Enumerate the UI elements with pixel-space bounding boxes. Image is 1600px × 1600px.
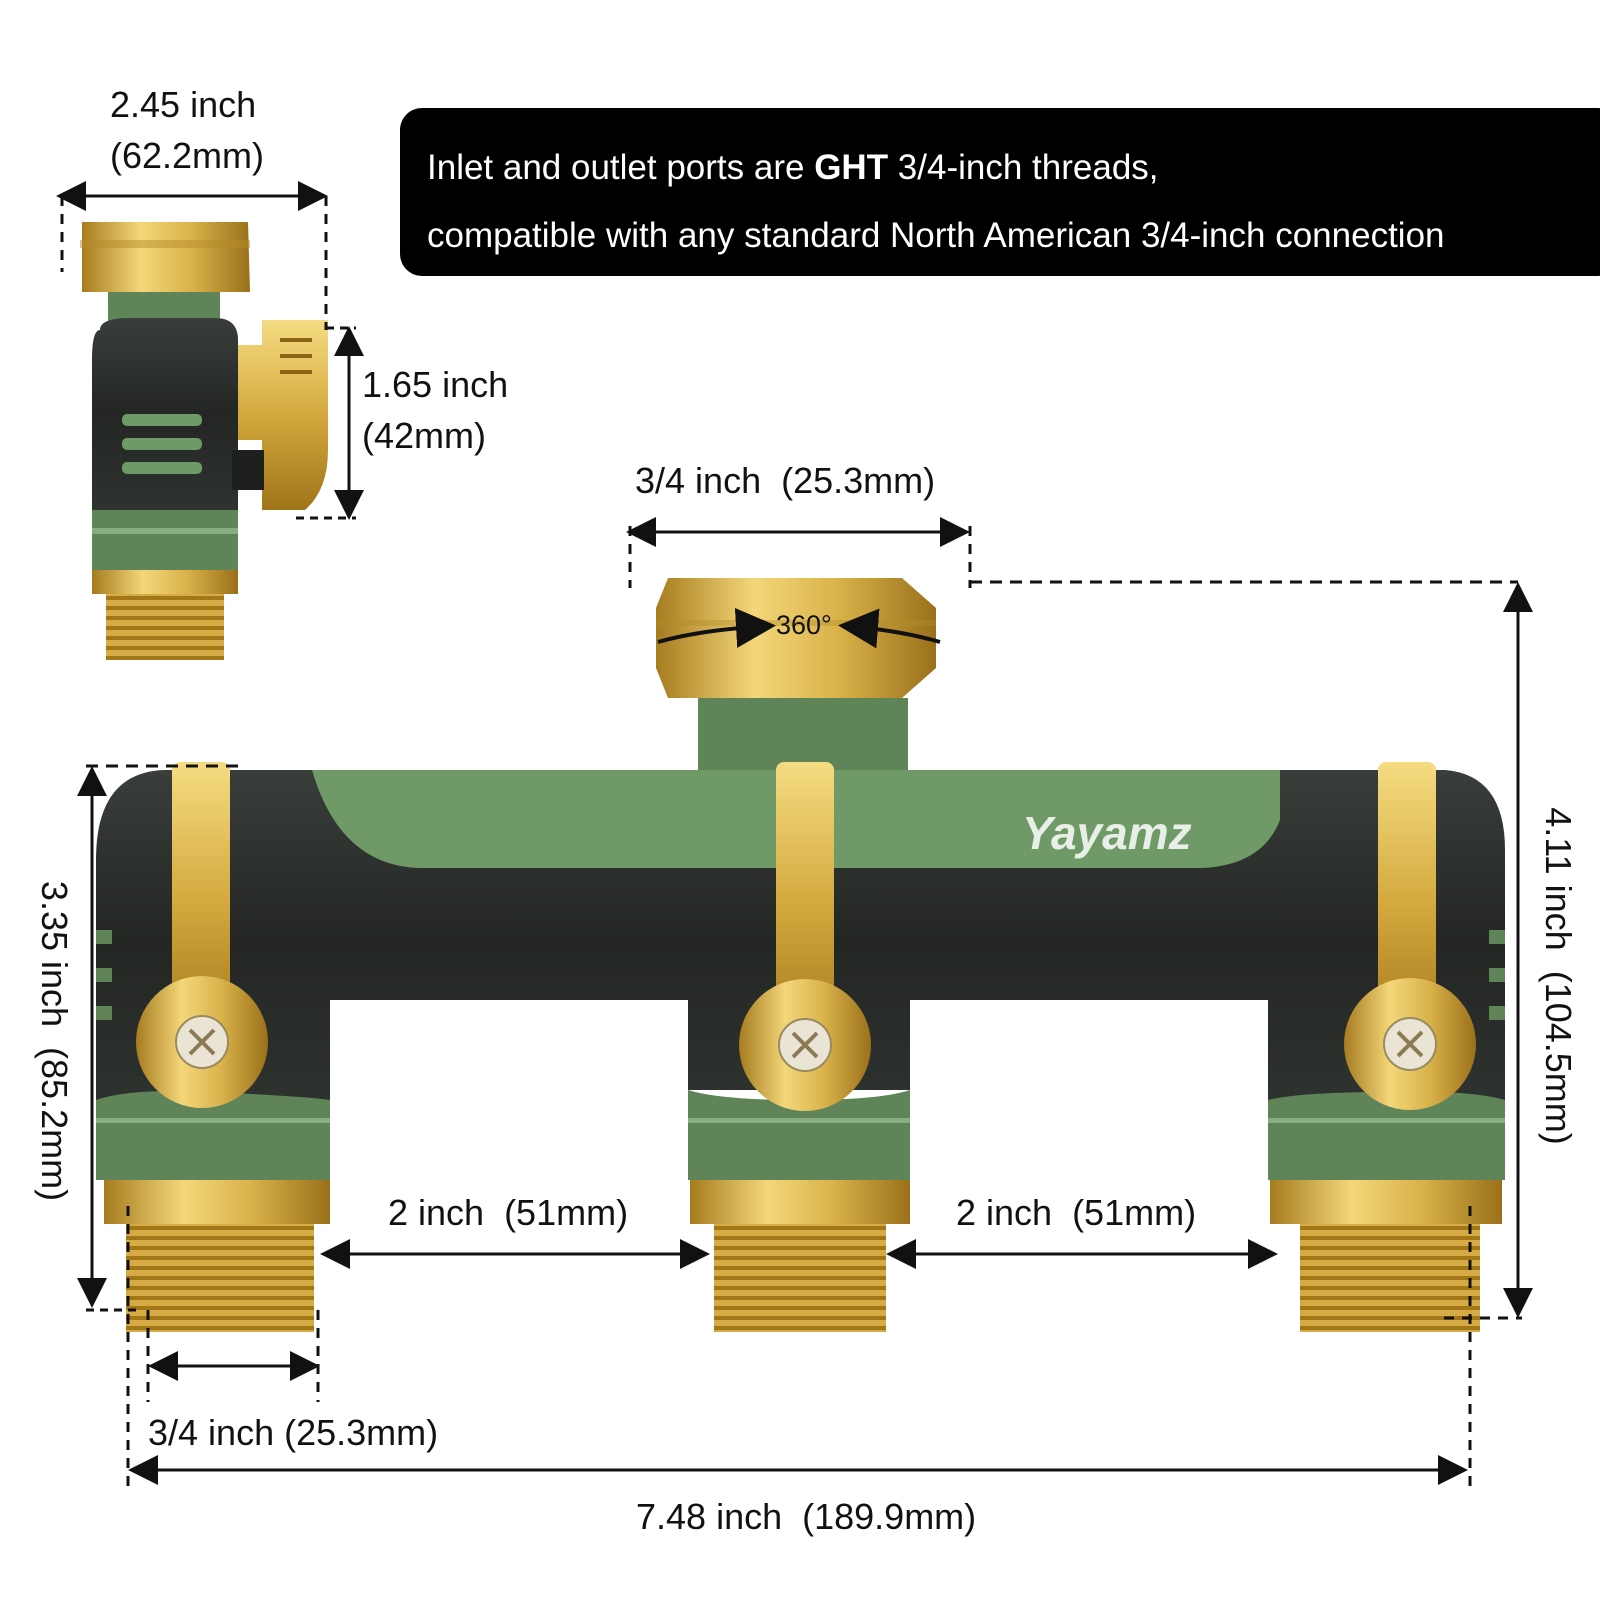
front-view bbox=[96, 578, 1505, 1332]
banner-text: Inlet and outlet ports are bbox=[427, 148, 815, 187]
side-view bbox=[80, 222, 328, 660]
info-banner: Inlet and outlet ports are GHT 3/4-inch … bbox=[400, 108, 1600, 276]
rotation-label: 360° bbox=[776, 610, 832, 640]
valve-lever-left bbox=[136, 762, 268, 1108]
side-height-mm: (42mm) bbox=[362, 414, 486, 456]
side-height-inch: 1.65 inch bbox=[362, 364, 509, 405]
outlet-middle bbox=[688, 1090, 910, 1332]
spacing-left-label: 2 inch (51mm) bbox=[388, 1192, 629, 1233]
rotation-indicator bbox=[657, 607, 941, 649]
dimension-lines bbox=[56, 181, 1533, 1494]
side-view-collar bbox=[108, 292, 220, 322]
total-width-label: 7.48 inch (189.9mm) bbox=[636, 1496, 977, 1537]
outlet-left bbox=[96, 1091, 330, 1332]
outlet-width-label: 3/4 inch (25.3mm) bbox=[148, 1412, 439, 1453]
side-view-nut bbox=[82, 222, 250, 292]
outlet-right bbox=[1268, 1091, 1505, 1332]
inlet-width-label: 3/4 inch (25.3mm) bbox=[635, 460, 936, 501]
banner-text: 3/4-inch threads, bbox=[888, 148, 1159, 187]
spacing-right-label: 2 inch (51mm) bbox=[956, 1192, 1197, 1233]
side-height-label: 1.65 inch (42mm) bbox=[362, 362, 508, 460]
side-view-lever bbox=[238, 320, 328, 510]
side-width-mm: (62.2mm) bbox=[110, 134, 265, 176]
banner-bold-text: GHT bbox=[814, 148, 889, 187]
side-width-label: 2.45 inch (62.2mm) bbox=[110, 82, 264, 180]
banner-line-2: compatible with any standard North Ameri… bbox=[427, 216, 1445, 255]
valve-lever-middle bbox=[739, 762, 871, 1111]
brand-logo: Yayamz bbox=[1022, 807, 1192, 859]
total-height-label: 4.11 inch (104.5mm) bbox=[1538, 807, 1579, 1145]
inlet-nut bbox=[656, 578, 936, 698]
banner-line-1: Inlet and outlet ports are GHT 3/4-inch … bbox=[427, 134, 1600, 202]
valve-lever-right bbox=[1344, 762, 1476, 1110]
body-height-label: 3.35 inch (85.2mm) bbox=[34, 880, 75, 1202]
side-width-inch: 2.45 inch bbox=[110, 84, 257, 125]
